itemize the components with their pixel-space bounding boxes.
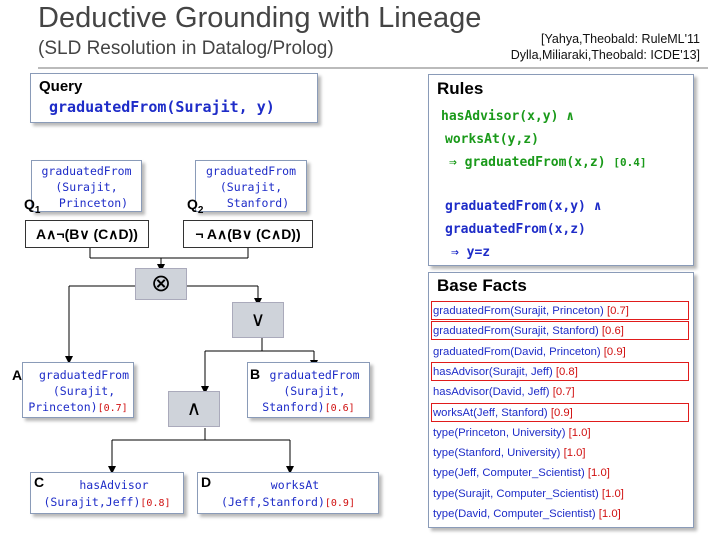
fact-item: graduatedFrom(David, Princeton) [0.9] bbox=[433, 345, 626, 359]
fact-text: graduatedFrom(Surajit, Stanford) bbox=[433, 325, 599, 338]
query-label: Query bbox=[39, 78, 83, 95]
base-facts-heading: Base Facts bbox=[437, 276, 527, 295]
fact-weight: [0.6] bbox=[601, 325, 624, 338]
node-b-weight: [0.6] bbox=[324, 403, 355, 414]
rules-heading: Rules bbox=[437, 79, 484, 98]
reference-line-2: Dylla,Miliaraki,Theobald: ICDE'13] bbox=[510, 48, 700, 62]
fact-weight: [1.0] bbox=[568, 426, 591, 439]
rule-1-arrow: ⇒ bbox=[449, 155, 457, 170]
rule-2-line-1: graduatedFrom(x,y) ∧ bbox=[445, 199, 602, 214]
base-facts-panel: Base Facts graduatedFrom(Surajit, Prince… bbox=[428, 272, 694, 528]
fact-text: type(Jeff, Computer_Scientist) bbox=[433, 467, 585, 480]
leaf-node-c: hasAdvisor (Surajit,Jeff)[0.8] bbox=[30, 472, 184, 514]
fact-weight: [0.8] bbox=[555, 365, 578, 378]
or-node: ∨ bbox=[232, 302, 284, 338]
rule-2-line-2: graduatedFrom(x,z) bbox=[445, 222, 586, 237]
page-title: Deductive Grounding with Lineage bbox=[38, 2, 482, 34]
node-c-weight: [0.8] bbox=[140, 498, 171, 509]
rule-1-weight: [0.4] bbox=[613, 156, 647, 169]
fact-highlight-box bbox=[431, 321, 689, 341]
fact-text: worksAt(Jeff, Stanford) bbox=[433, 406, 548, 419]
and-node: ∧ bbox=[168, 391, 220, 427]
fact-weight: [0.9] bbox=[550, 406, 573, 419]
fact-item: type(Stanford, University) [1.0] bbox=[433, 446, 586, 460]
fact-weight: [1.0] bbox=[598, 508, 621, 520]
q2-line-3: Stanford) bbox=[226, 196, 290, 210]
q2-label: Q2 bbox=[187, 196, 204, 216]
leaf-node-a: graduatedFrom (Surajit, Princeton)[0.7] bbox=[22, 362, 134, 418]
fact-text: type(Stanford, University) bbox=[433, 447, 561, 460]
q2-lineage-formula: ¬ A∧(B∨ (C∧D)) bbox=[183, 220, 313, 248]
fact-weight: [0.7] bbox=[606, 305, 629, 317]
and-symbol: ∧ bbox=[186, 398, 202, 420]
rule-2-arrow: ⇒ bbox=[451, 245, 459, 260]
fact-item: graduatedFrom(Surajit, Stanford) [0.6] bbox=[433, 324, 624, 338]
q1-line-1: graduatedFrom bbox=[41, 164, 132, 178]
node-a-label: A bbox=[12, 367, 23, 383]
rules-panel: Rules hasAdvisor(x,y) ∧ worksAt(y,z) ⇒ g… bbox=[428, 74, 694, 266]
node-a-line-1: graduatedFrom bbox=[38, 368, 129, 382]
node-d-label: D bbox=[201, 474, 212, 490]
fact-highlight-box bbox=[431, 301, 689, 320]
fact-text: hasAdvisor(Surajit, Jeff) bbox=[433, 365, 553, 378]
node-c-line-2: (Surajit,Jeff)[0.8] bbox=[43, 495, 171, 509]
fact-item: graduatedFrom(Surajit, Princeton) [0.7] bbox=[433, 304, 629, 318]
rule-1-line-2: worksAt(y,z) bbox=[445, 132, 539, 147]
header-divider bbox=[38, 67, 708, 69]
fact-highlight-box bbox=[431, 361, 689, 381]
q2-line-1: graduatedFrom bbox=[205, 164, 296, 178]
q1-line-3: Princeton) bbox=[58, 196, 129, 210]
fact-weight: [1.0] bbox=[587, 467, 610, 480]
fact-text: type(Surajit, Computer_Scientist) bbox=[433, 487, 599, 500]
fact-text: graduatedFrom(Surajit, Princeton) bbox=[433, 305, 604, 317]
q1-line-2: (Surajit, bbox=[55, 180, 118, 194]
node-b-line-2: (Surajit, bbox=[283, 384, 346, 398]
q2-line-2: (Surajit, bbox=[219, 180, 283, 194]
node-d-line-1: worksAt bbox=[270, 478, 320, 492]
query-box: Query graduatedFrom(Surajit, y) bbox=[30, 73, 318, 123]
fact-item: type(Princeton, University) [1.0] bbox=[433, 426, 591, 440]
node-a-weight: [0.7] bbox=[97, 403, 128, 414]
node-c-label: C bbox=[34, 474, 45, 490]
node-b-line-3: Stanford)[0.6] bbox=[262, 400, 355, 414]
xor-node: ⊗ bbox=[135, 268, 187, 300]
query-text: graduatedFrom(Surajit, y) bbox=[49, 98, 275, 116]
goal-box-q1: graduatedFrom (Surajit, Princeton) bbox=[31, 160, 142, 212]
leaf-node-b: graduatedFrom (Surajit, Stanford)[0.6] bbox=[247, 362, 370, 418]
fact-item: worksAt(Jeff, Stanford) [0.9] bbox=[433, 406, 573, 420]
fact-item: type(Jeff, Computer_Scientist) [1.0] bbox=[433, 466, 610, 480]
fact-weight: [1.0] bbox=[601, 487, 624, 500]
q1-lineage-formula: A∧¬(B∨ (C∧D)) bbox=[25, 220, 149, 248]
goal-box-q2: graduatedFrom (Surajit, Stanford) bbox=[195, 160, 307, 212]
rule-2-line-3: ⇒ y=z bbox=[451, 245, 491, 260]
fact-text: hasAdvisor(David, Jeff) bbox=[433, 386, 550, 399]
node-a-line-3: Princeton)[0.7] bbox=[28, 400, 128, 414]
fact-item: type(Surajit, Computer_Scientist) [1.0] bbox=[433, 487, 624, 501]
fact-weight: [0.7] bbox=[552, 386, 575, 399]
node-c-line-1: hasAdvisor bbox=[79, 478, 149, 492]
leaf-node-d: worksAt (Jeff,Stanford)[0.9] bbox=[197, 472, 379, 514]
fact-weight: [1.0] bbox=[563, 447, 586, 460]
fact-weight: [0.9] bbox=[603, 345, 626, 358]
fact-text: graduatedFrom(David, Princeton) bbox=[433, 345, 601, 358]
q1-label: Q1 bbox=[24, 196, 41, 216]
fact-item: hasAdvisor(Surajit, Jeff) [0.8] bbox=[433, 365, 578, 379]
fact-text: type(David, Computer_Scientist) bbox=[433, 508, 596, 520]
reference-line-1: [Yahya,Theobald: RuleML'11 bbox=[541, 32, 700, 46]
fact-item: hasAdvisor(David, Jeff) [0.7] bbox=[433, 385, 575, 399]
node-b-label: B bbox=[250, 366, 261, 382]
fact-item: type(David, Computer_Scientist) [1.0] bbox=[433, 507, 621, 521]
fact-highlight-box bbox=[431, 402, 689, 422]
page-subtitle: (SLD Resolution in Datalog/Prolog) bbox=[38, 38, 334, 59]
node-b-line-1: graduatedFrom bbox=[269, 368, 360, 382]
node-a-line-2: (Surajit, bbox=[52, 384, 116, 398]
rule-1-line-1: hasAdvisor(x,y) ∧ bbox=[441, 109, 575, 124]
node-d-line-2: (Jeff,Stanford)[0.9] bbox=[221, 495, 355, 509]
fact-text: type(Princeton, University) bbox=[433, 426, 566, 439]
xor-symbol: ⊗ bbox=[150, 270, 172, 297]
node-d-weight: [0.9] bbox=[324, 498, 355, 509]
rule-1-line-3: ⇒ graduatedFrom(x,z) [0.4] bbox=[449, 155, 647, 170]
or-symbol: ∨ bbox=[250, 309, 266, 331]
